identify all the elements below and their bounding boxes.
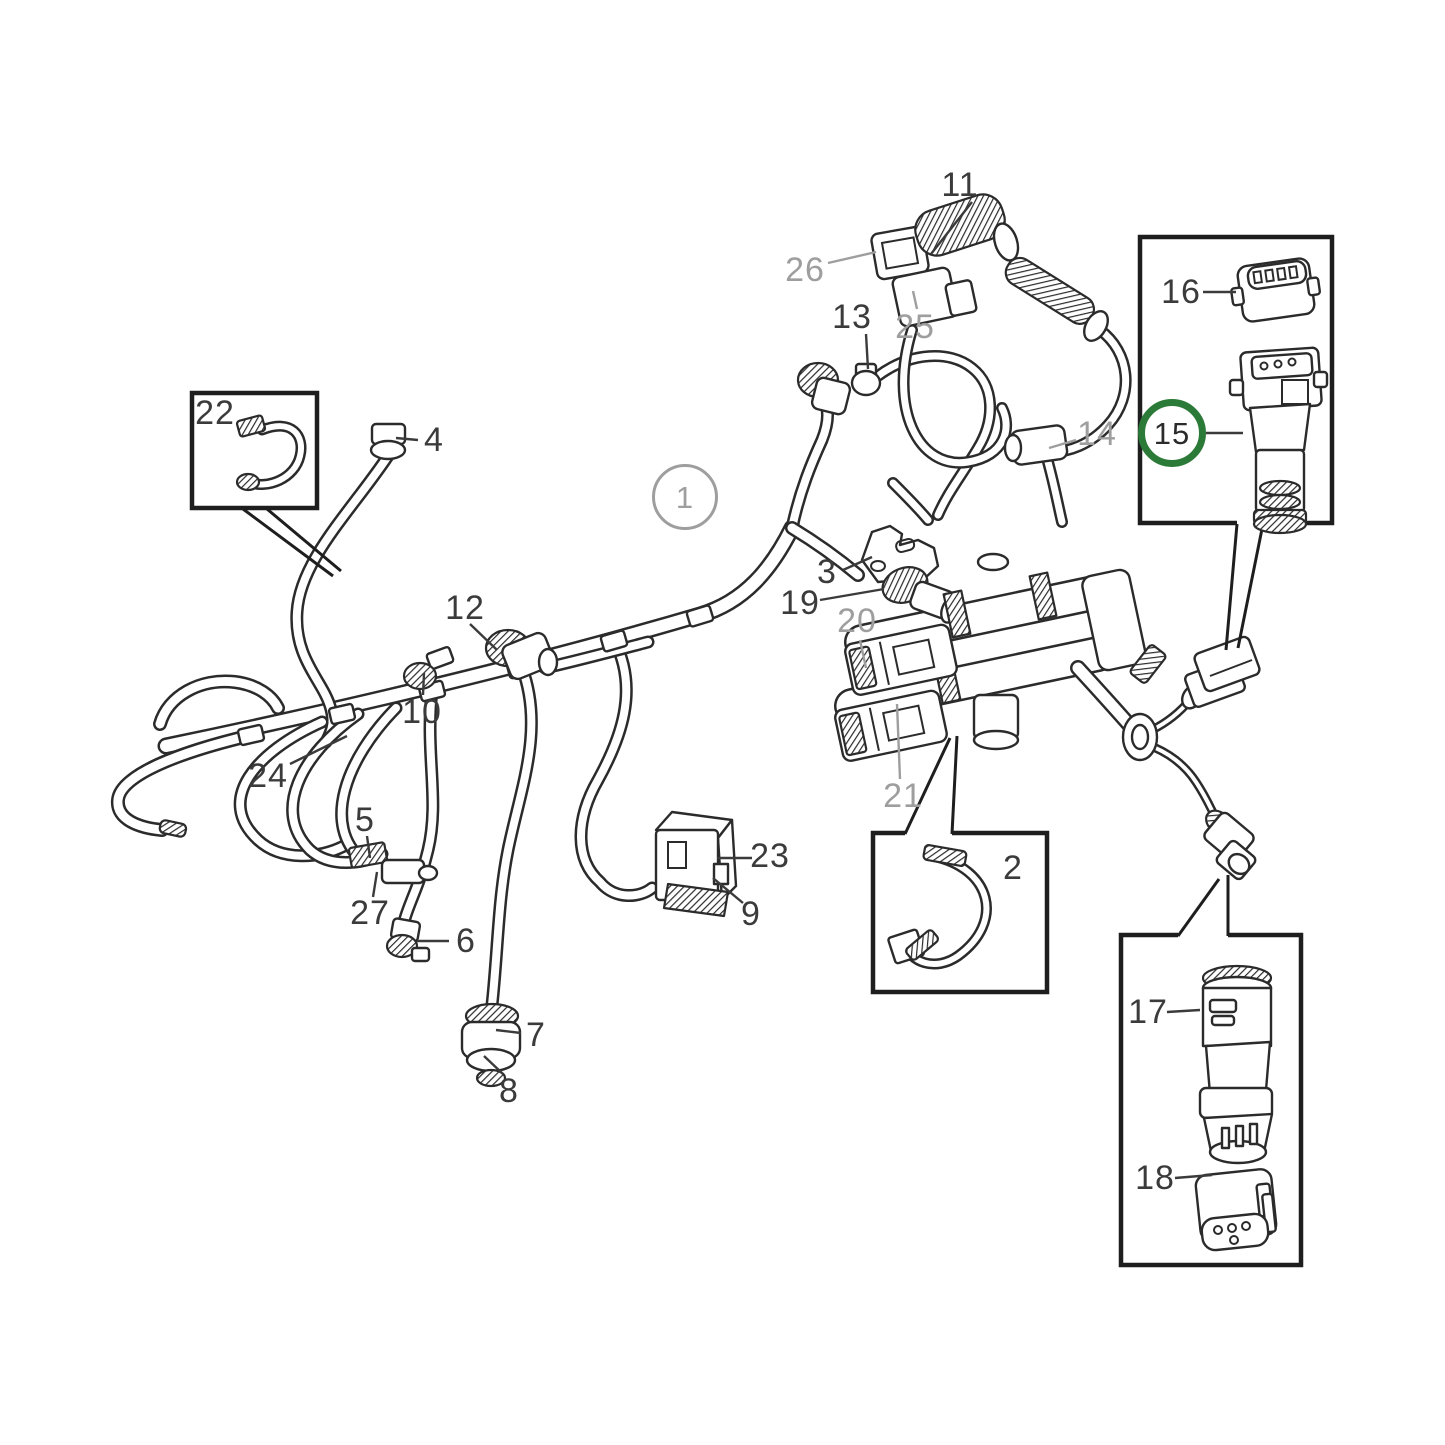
- part-number: 14: [1077, 415, 1117, 453]
- part-callout-21[interactable]: 21: [883, 779, 923, 813]
- inset-part-22: [235, 414, 307, 492]
- inset-box-2: [870, 830, 1050, 995]
- inset-box-22: [189, 390, 320, 511]
- part-callout-18[interactable]: 18: [1135, 1161, 1175, 1195]
- part-callout-10[interactable]: 10: [402, 695, 442, 729]
- part-number: 10: [402, 693, 442, 731]
- part-number: 17: [1128, 993, 1168, 1031]
- leader-line-21: [895, 703, 902, 780]
- part-number: 23: [750, 837, 790, 875]
- part-number: 15: [1153, 415, 1191, 451]
- part-number: 5: [355, 801, 375, 839]
- leader-line-20: [858, 639, 868, 669]
- part-number: 8: [499, 1072, 519, 1110]
- part-callout-6[interactable]: 6: [456, 924, 476, 958]
- part-callout-26[interactable]: 26: [785, 253, 825, 287]
- leader-line-25: [911, 290, 919, 310]
- part-callout-9[interactable]: 9: [741, 897, 761, 931]
- part-number: 12: [445, 589, 485, 627]
- leader-line-3: [842, 555, 873, 572]
- part-number: 3: [817, 553, 837, 591]
- part-callout-15-selected[interactable]: 15: [1138, 399, 1206, 467]
- part-number: 7: [526, 1016, 546, 1054]
- leader-lines: [289, 201, 1243, 1180]
- leader-line-13: [864, 333, 870, 370]
- part-callout-11[interactable]: 11: [941, 168, 978, 202]
- part-callout-20[interactable]: 20: [837, 604, 877, 638]
- part-callout-22[interactable]: 22: [195, 396, 235, 430]
- part-callout-14[interactable]: 14: [1077, 417, 1117, 451]
- part-callout-27[interactable]: 27: [350, 896, 390, 930]
- part-callout-2[interactable]: 2: [1003, 851, 1023, 885]
- part-number: 22: [195, 394, 235, 432]
- part-callout-12[interactable]: 12: [445, 591, 485, 625]
- inset-box-17-18: [1118, 932, 1304, 1268]
- part-callout-23[interactable]: 23: [750, 839, 790, 873]
- leader-line-10: [421, 672, 426, 696]
- leader-line-8: [483, 1055, 504, 1075]
- part-callout-24[interactable]: 24: [248, 759, 288, 793]
- part-number: 4: [424, 421, 444, 459]
- inset-part-2: [887, 843, 992, 970]
- leader-line-7: [495, 1028, 522, 1035]
- part-number: 16: [1161, 273, 1201, 311]
- part-number: 13: [832, 298, 872, 336]
- part-number: 20: [837, 602, 877, 640]
- leader-line-19: [819, 587, 885, 602]
- part-number: 1: [675, 479, 695, 515]
- part-number: 9: [741, 895, 761, 933]
- part-number: 11: [941, 166, 979, 204]
- leader-line-24: [289, 734, 348, 766]
- leader-line-9: [712, 877, 744, 904]
- inset-box-15-16: [1137, 234, 1335, 526]
- harness-parts: [158, 193, 1261, 1088]
- leader-line-12: [469, 623, 498, 651]
- part-number: 27: [350, 894, 390, 932]
- inset-part-18: [1194, 1168, 1278, 1252]
- inset-boxes: [189, 234, 1335, 1268]
- part-number: 25: [895, 308, 935, 346]
- part-callout-5[interactable]: 5: [355, 803, 375, 837]
- part-callout-16[interactable]: 16: [1161, 275, 1201, 309]
- part-number: 18: [1135, 1159, 1175, 1197]
- inset-part-16: [1230, 257, 1322, 323]
- part-callout-19[interactable]: 19: [780, 586, 820, 620]
- part-number: 2: [1003, 849, 1023, 887]
- leader-line-17: [1166, 1008, 1201, 1014]
- part-number: 24: [248, 757, 288, 795]
- part-number: 21: [883, 777, 923, 815]
- leader-line-5: [365, 835, 372, 859]
- part-callout-13[interactable]: 13: [832, 300, 872, 334]
- part-number: 19: [780, 584, 820, 622]
- part-callout-4[interactable]: 4: [424, 423, 444, 457]
- leader-line-4: [395, 436, 419, 442]
- part-number: 26: [785, 251, 825, 289]
- part-callout-1[interactable]: 1: [652, 464, 718, 530]
- leader-line-14: [1048, 438, 1077, 450]
- leader-line-18: [1174, 1173, 1213, 1180]
- leader-line-26: [827, 250, 877, 265]
- part-callout-17[interactable]: 17: [1128, 995, 1168, 1029]
- inset-part-17: [1198, 964, 1274, 1165]
- inset-part-15: [1228, 346, 1329, 535]
- leader-line-27: [371, 871, 379, 898]
- part-number: 6: [456, 922, 476, 960]
- leader-line-11: [930, 201, 973, 255]
- part-callout-3[interactable]: 3: [817, 555, 837, 589]
- part-callout-7[interactable]: 7: [526, 1018, 546, 1052]
- part-callout-25[interactable]: 25: [895, 310, 935, 344]
- part-callout-8[interactable]: 8: [499, 1074, 519, 1108]
